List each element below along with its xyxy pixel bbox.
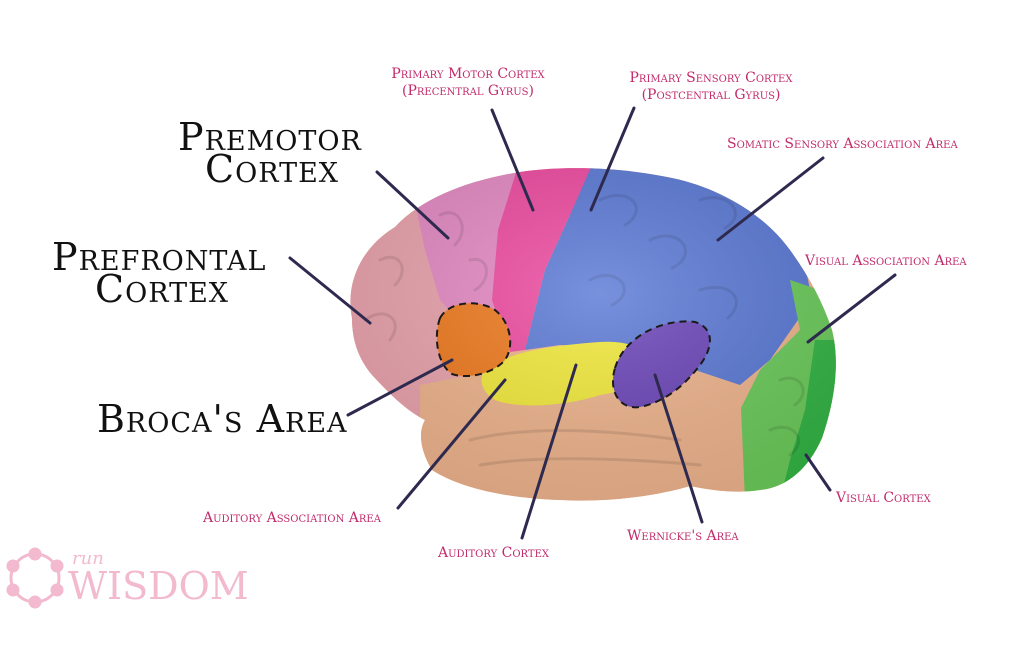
leader-primary-motor bbox=[490, 108, 535, 212]
brocas-area-label: Broca's Area bbox=[97, 397, 348, 441]
wernickes-area-label: Wernicke's Area bbox=[627, 528, 739, 544]
somatic-sensory-association-label: Somatic Sensory Association Area bbox=[727, 136, 958, 152]
primary-sensory-label: Primary Sensory Cortex (Postcentral Gyru… bbox=[596, 70, 826, 104]
leader-visual-cortex bbox=[804, 453, 832, 492]
leader-somatic-sensory bbox=[716, 156, 825, 242]
leader-primary-sensory bbox=[589, 106, 636, 212]
primary-motor-label: Primary Motor Cortex (Precentral Gyrus) bbox=[358, 66, 578, 100]
watermark-wisdom: WISDOM bbox=[68, 564, 249, 608]
prefrontal-label-line2: Cortex bbox=[95, 267, 230, 311]
auditory-cortex-label: Auditory Cortex bbox=[438, 545, 549, 561]
visual-cortex-label: Visual Cortex bbox=[836, 490, 931, 506]
run-wisdom-logo-icon bbox=[6, 547, 64, 609]
leader-auditory-association bbox=[396, 378, 507, 510]
leader-lines bbox=[288, 106, 897, 540]
auditory-association-label: Auditory Association Area bbox=[203, 510, 381, 526]
leader-visual-association bbox=[806, 273, 897, 344]
leader-broca bbox=[346, 358, 454, 417]
broca-dashed-outline bbox=[435, 302, 512, 378]
primary-sensory-label-line1: Primary Sensory Cortex bbox=[629, 70, 793, 86]
leader-premotor bbox=[375, 170, 450, 240]
premotor-label-line1: Premotor bbox=[178, 115, 362, 159]
wernicke-dashed-outline bbox=[612, 320, 711, 409]
primary-motor-label-line2: (Precentral Gyrus) bbox=[402, 83, 534, 99]
leader-auditory-cortex bbox=[520, 363, 578, 540]
leader-prefrontal bbox=[288, 256, 372, 325]
primary-sensory-label-line2: (Postcentral Gyrus) bbox=[641, 87, 781, 103]
watermark-run: run bbox=[72, 548, 104, 569]
leader-wernicke bbox=[653, 373, 704, 524]
prefrontal-label-line1: Prefrontal bbox=[52, 235, 267, 279]
premotor-label-line2: Cortex bbox=[205, 147, 340, 191]
primary-motor-label-line1: Primary Motor Cortex bbox=[391, 66, 545, 82]
visual-association-label: Visual Association Area bbox=[805, 253, 967, 269]
